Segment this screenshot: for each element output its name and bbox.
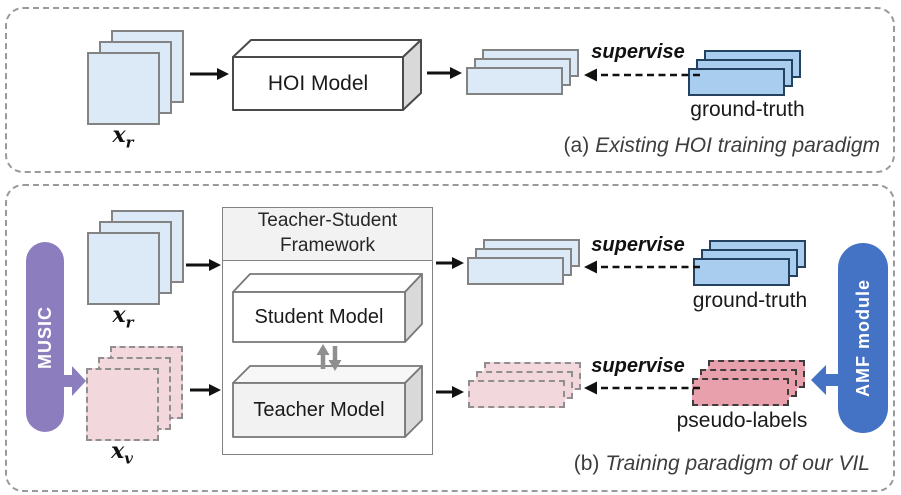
supervise-label-b-top: supervise xyxy=(591,234,685,256)
xr-label-a: xr xyxy=(88,122,158,151)
prediction-bar xyxy=(466,67,563,95)
xr-base-b: x xyxy=(112,302,126,328)
framework-title-line1: Teacher-Student xyxy=(257,210,398,232)
hoi-model-label: HOI Model xyxy=(267,71,369,95)
ground-truth-label-a: ground-truth xyxy=(690,98,805,121)
music-module-pill: MUSIC xyxy=(26,242,64,432)
xv-sub: v xyxy=(124,449,133,468)
caption-a-text: Existing HOI training paradigm xyxy=(595,134,880,157)
xv-label: xv xyxy=(87,438,157,467)
framework-title-line2: Framework xyxy=(279,235,375,256)
caption-a-prefix: (a) xyxy=(563,134,590,157)
student-model-label: Student Model xyxy=(254,305,384,328)
supervise-label-a: supervise xyxy=(591,41,685,63)
caption-b: (b)Training paradigm of our VIL xyxy=(400,452,870,476)
virtual-frame xyxy=(86,368,159,441)
caption-a: (a)Existing HOI training paradigm xyxy=(410,134,880,158)
caption-b-prefix: (b) xyxy=(573,452,600,475)
music-module-label: MUSIC xyxy=(34,305,55,369)
pseudo-label-bar xyxy=(692,378,789,406)
caption-b-text: Training paradigm of our VIL xyxy=(605,452,870,475)
teacher-model-label: Teacher Model xyxy=(253,398,385,421)
frame xyxy=(87,52,160,125)
frame xyxy=(87,232,160,305)
virtual-prediction-bar xyxy=(468,380,565,408)
ground-truth-bar xyxy=(688,68,785,96)
amf-module-pill: AMF module xyxy=(838,243,888,433)
xr-sub-b: r xyxy=(125,313,134,332)
prediction-bar xyxy=(467,257,564,285)
framework-header: Teacher-Student Framework xyxy=(223,208,432,261)
xr-label-b: xr xyxy=(88,302,158,331)
xr-sub-a: r xyxy=(125,133,134,152)
xv-base: x xyxy=(111,438,125,464)
amf-module-label: AMF module xyxy=(852,279,873,397)
ground-truth-bar xyxy=(693,258,790,286)
xr-base-a: x xyxy=(112,122,126,148)
supervise-label-b-bottom: supervise xyxy=(591,355,685,377)
pseudo-labels-label: pseudo-labels xyxy=(676,409,808,432)
ground-truth-label-b: ground-truth xyxy=(692,289,808,312)
